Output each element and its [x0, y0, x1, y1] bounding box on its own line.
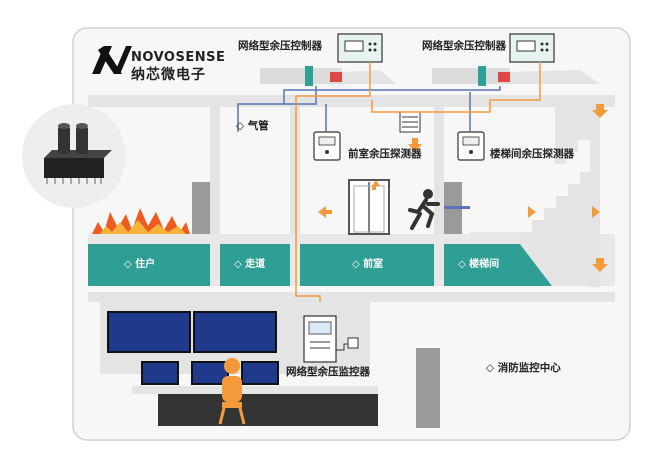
door-residence	[192, 182, 210, 234]
novosense-logo-icon	[92, 46, 132, 74]
zone-residence: ◇ 住户	[124, 259, 156, 270]
wall-2	[290, 107, 300, 234]
pressure-controller-right	[509, 33, 555, 63]
wall-right	[590, 107, 600, 287]
pressure-controller-left	[337, 33, 383, 63]
gas-pipe	[237, 86, 501, 132]
label-monitor-device: 网络型余压监控器	[286, 366, 370, 378]
airflow-arrows	[318, 104, 608, 272]
stair-pressure-line	[444, 206, 470, 209]
brand-name-en: NOVOSENSE	[131, 50, 226, 65]
zone-bar-residence	[88, 244, 210, 286]
brand-name-cn: 纳芯微电子	[131, 67, 206, 83]
signal-line-stair	[371, 62, 541, 113]
fire-icon	[92, 208, 190, 234]
stair-steps	[520, 172, 590, 244]
stair-upper	[555, 107, 590, 164]
zone-bar-corridor	[220, 244, 290, 286]
zone-front-room: ◇ 前室	[352, 259, 384, 270]
monitor-screen-5	[241, 361, 279, 385]
zone-bar-front-room	[300, 244, 434, 286]
label-controller-right: 网络型余压控制器	[422, 40, 506, 52]
wall-1	[210, 107, 220, 234]
monitor-screen-1	[107, 311, 191, 353]
stair-lower	[520, 244, 590, 286]
label-front-room-detector: 前室余压探测器	[348, 148, 422, 160]
duct-left	[260, 68, 342, 84]
label-fire-control-center: ◇ 消防监控中心	[486, 362, 561, 374]
stair-detector	[457, 131, 485, 161]
label-gas-pipe: ◇ 气管	[236, 120, 269, 132]
zone-corridor: ◇ 走道	[234, 259, 266, 270]
duct-right	[432, 68, 510, 84]
pressure-monitor-device	[303, 315, 359, 363]
wall-3	[434, 107, 444, 234]
label-stair-detector: 楼梯间余压探测器	[490, 148, 574, 160]
monitor-screen-2	[193, 311, 277, 353]
signal-line-front	[295, 62, 371, 316]
sensor-chip-illustration	[22, 104, 126, 208]
lower-ceiling	[88, 292, 615, 302]
operator-icon	[218, 358, 246, 425]
zone-bar-stairwell	[444, 244, 552, 286]
vent-grille	[399, 111, 421, 133]
monitor-screen-4	[191, 361, 229, 385]
ceiling-slab	[88, 95, 615, 107]
label-controller-left: 网络型余压控制器	[238, 40, 322, 52]
console-desk	[158, 392, 378, 426]
door-control-room	[416, 348, 440, 428]
monitor-screen-3	[141, 361, 179, 385]
running-man-icon	[408, 189, 440, 230]
front-room-detector	[313, 131, 341, 161]
zone-stairwell: ◇ 楼梯间	[458, 259, 500, 270]
